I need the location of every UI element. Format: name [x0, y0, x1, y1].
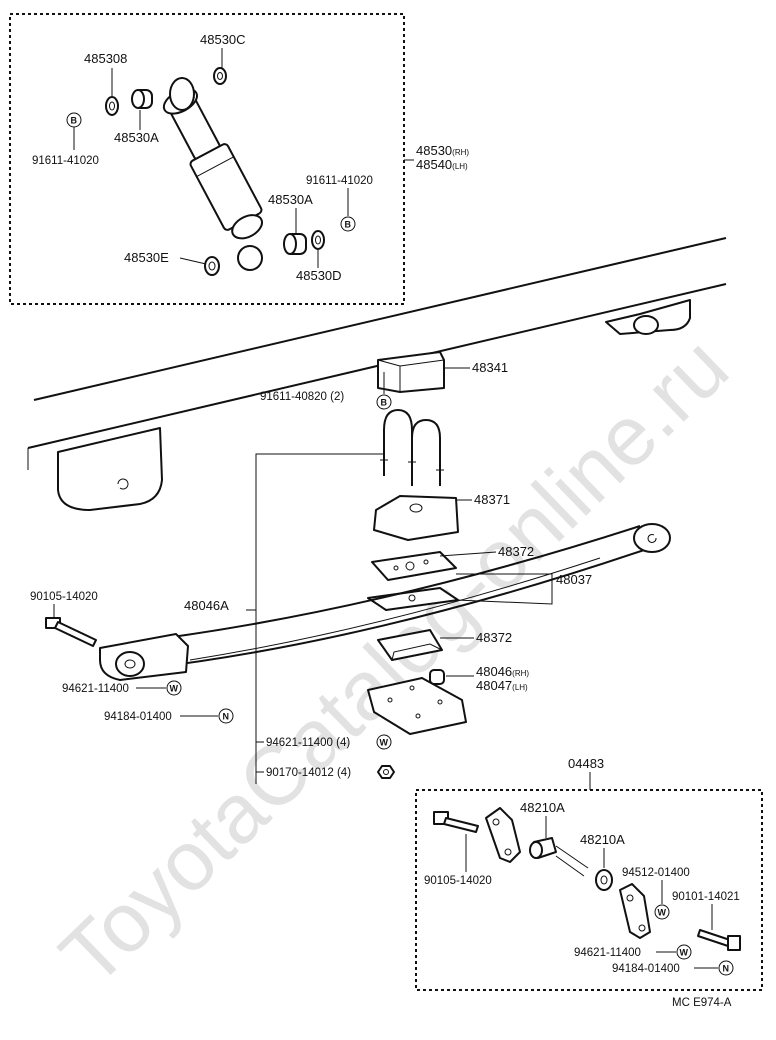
label-48530e: 48530E	[124, 250, 169, 265]
part-48047: 48047	[476, 678, 512, 693]
label-48046-rh: 48046(RH)	[476, 664, 529, 679]
shock-absorber-drawing	[105, 67, 325, 276]
label-48210a-2: 48210A	[580, 832, 625, 847]
label-94621-11400-front: 94621-11400	[62, 683, 129, 695]
label-48047-lh: 48047(LH)	[476, 678, 528, 693]
label-48372-lower: 48372	[476, 630, 512, 645]
label-94621-11400-4: 94621-11400 (4)	[266, 737, 350, 749]
label-90105-14020-front: 90105-14020	[30, 591, 98, 603]
spring-seat-drawing	[367, 669, 467, 735]
label-48046a: 48046A	[184, 598, 229, 613]
label-48530a-lower: 48530A	[268, 192, 313, 207]
label-48530c: 48530C	[200, 32, 246, 47]
washer-symbol-text: W	[380, 738, 389, 748]
label-94184-01400-shackle: 94184-01400	[612, 963, 680, 975]
u-bolts-drawing	[380, 409, 444, 486]
bumper-drawing	[377, 351, 445, 393]
bolt-symbol-text: B	[381, 398, 388, 408]
nut-hex-icon	[377, 765, 395, 779]
spacer-lower-drawing	[377, 629, 443, 661]
washer-symbol-front: W	[166, 680, 182, 696]
diagram-code: MC E974-A	[672, 997, 732, 1009]
nut-symbol-front: N	[218, 708, 234, 724]
washer-symbol-ubolt: W	[376, 734, 392, 750]
label-90101-14021: 90101-14021	[672, 891, 740, 903]
bolt-symbol-text: B	[71, 116, 78, 126]
label-48372-upper: 48372	[498, 544, 534, 559]
washer-symbol-text: W	[170, 684, 179, 694]
leaf-spring-drawing	[99, 523, 671, 681]
bolt-symbol-lower: B	[340, 216, 356, 232]
nut-symbol-text: N	[723, 964, 730, 974]
label-48341: 48341	[472, 360, 508, 375]
u-bolt-seat-drawing	[373, 495, 459, 541]
label-90105-14020-shackle: 90105-14020	[424, 875, 492, 887]
suffix-rh: (RH)	[512, 669, 529, 678]
suffix-lh: (LH)	[512, 683, 528, 692]
label-48540-lh: 48540(LH)	[416, 157, 468, 172]
frame-rail-drawing	[27, 237, 727, 511]
washer-symbol-text: W	[658, 908, 667, 918]
label-48037: 48037	[556, 572, 592, 587]
bolt-symbol-text: B	[345, 220, 352, 230]
part-48530: 48530	[416, 143, 452, 158]
washer-symbol-shackle-top: W	[654, 904, 670, 920]
label-485308: 485308	[84, 51, 127, 66]
part-48540: 48540	[416, 157, 452, 172]
label-90170-14012-4: 90170-14012 (4)	[266, 767, 351, 779]
label-04483: 04483	[568, 756, 604, 771]
part-48046: 48046	[476, 664, 512, 679]
label-48530d: 48530D	[296, 268, 342, 283]
shackle-kit-box	[415, 789, 763, 991]
front-bolt-drawing	[45, 617, 97, 647]
label-48210a-1: 48210A	[520, 800, 565, 815]
bolt-symbol-bumper: B	[376, 394, 392, 410]
label-94512-01400: 94512-01400	[622, 867, 690, 879]
label-91611-40820: 91611-40820 (2)	[260, 391, 344, 403]
label-48371: 48371	[474, 492, 510, 507]
bolt-symbol-upper: B	[66, 112, 82, 128]
shackle-drawing	[433, 807, 741, 951]
suffix-lh: (LH)	[452, 162, 468, 171]
washer-symbol-shackle: W	[676, 944, 692, 960]
washer-symbol-text: W	[680, 948, 689, 958]
nut-symbol-shackle: N	[718, 960, 734, 976]
suffix-rh: (RH)	[452, 148, 469, 157]
spacer-upper-drawing	[371, 551, 457, 581]
label-94184-01400-front: 94184-01400	[104, 711, 172, 723]
label-91611-41020-upper: 91611-41020	[32, 155, 99, 167]
label-48530-rh: 48530(RH)	[416, 143, 469, 158]
label-48530a-upper: 48530A	[114, 130, 159, 145]
label-91611-41020-lower: 91611-41020	[306, 175, 373, 187]
nut-symbol-text: N	[223, 712, 230, 722]
label-94621-11400-shackle: 94621-11400	[574, 947, 641, 959]
